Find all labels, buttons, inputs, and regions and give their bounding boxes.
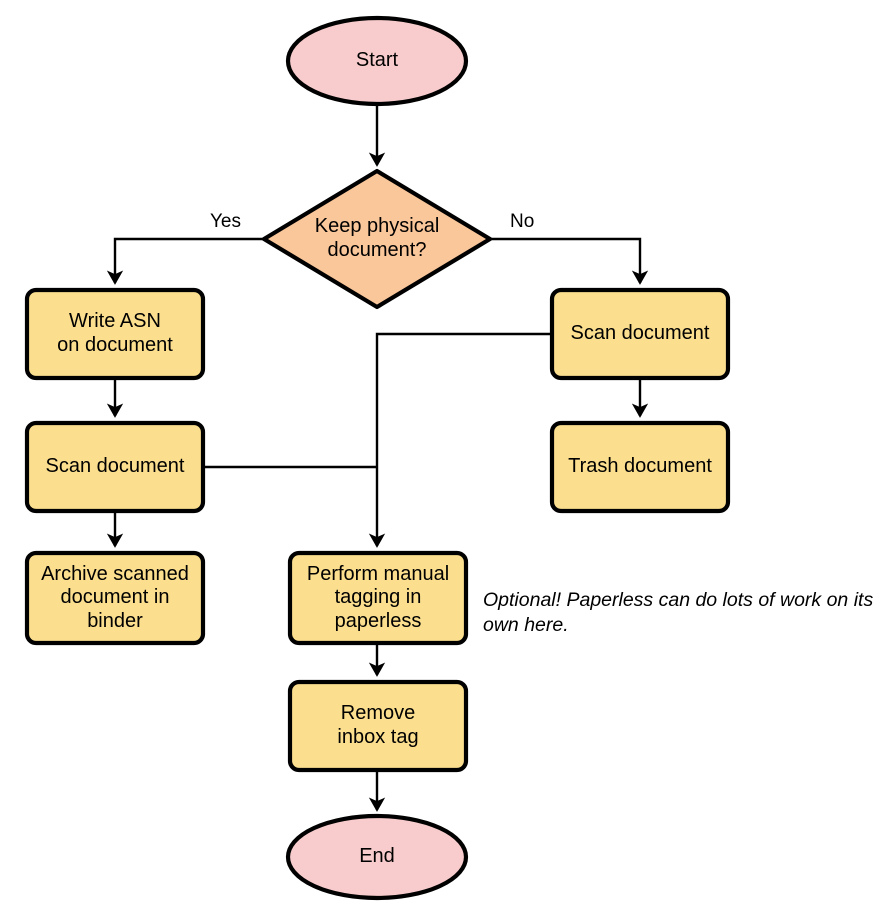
edge-scan-right-to-tagging xyxy=(368,332,552,548)
node-manual-tagging[interactable] xyxy=(287,550,469,646)
node-trash-document[interactable] xyxy=(549,420,731,514)
node-write-asn[interactable] xyxy=(24,287,206,381)
node-remove-inbox-tag[interactable] xyxy=(287,679,469,773)
edge-decision-yes xyxy=(106,237,264,285)
node-end[interactable] xyxy=(285,813,469,901)
node-keep-physical-document[interactable] xyxy=(261,168,493,310)
node-archive-binder[interactable] xyxy=(24,550,206,646)
node-scan-document-left[interactable] xyxy=(24,420,206,514)
node-scan-document-right[interactable] xyxy=(549,287,731,381)
edge-decision-no xyxy=(490,237,649,285)
node-start[interactable] xyxy=(285,15,469,107)
